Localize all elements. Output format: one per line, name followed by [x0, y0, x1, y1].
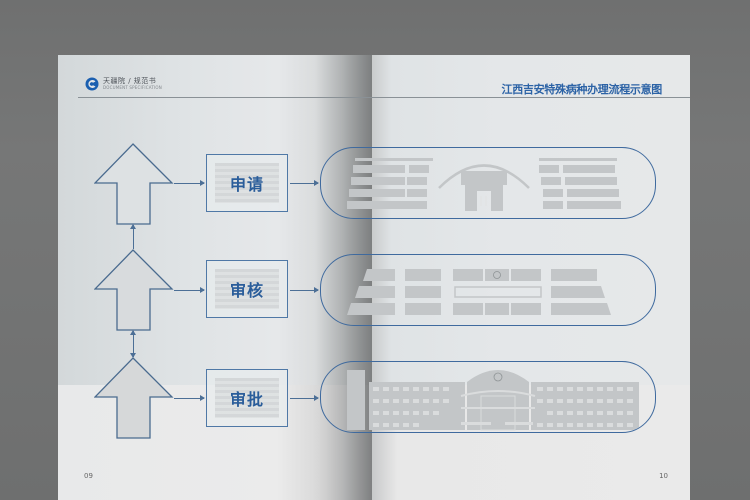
stage-label: 审批	[229, 390, 264, 409]
logo-english-text: DOCUMENT SPECIFICATION	[103, 85, 162, 90]
connector-arrow	[130, 224, 136, 249]
stage-label: 审核	[229, 281, 264, 300]
government-hall-building	[347, 158, 621, 211]
stage-box-approve: 审批	[206, 369, 288, 427]
up-arrow-icon	[94, 143, 174, 225]
stage-box-apply: 申请	[206, 154, 288, 212]
office-complex-building	[347, 269, 611, 315]
stage-label: 申请	[229, 175, 264, 194]
building-panel-approve	[320, 361, 656, 433]
up-arrow-icon	[94, 249, 174, 331]
connector-arrow	[130, 330, 136, 358]
header-divider	[78, 97, 690, 98]
domed-administration-building	[347, 370, 639, 431]
stage-box-review: 审核	[206, 260, 288, 318]
logo: 天疆院 / 规范书 DOCUMENT SPECIFICATION	[85, 77, 162, 91]
building-panel-review	[320, 254, 656, 326]
building-panel-apply	[320, 147, 656, 219]
circle-swirl-logo-icon	[85, 77, 99, 91]
connector-arrow	[174, 287, 205, 293]
up-arrow-icon	[94, 357, 174, 439]
connector-arrow	[290, 395, 319, 401]
page-number-right: 10	[659, 472, 668, 480]
building-thumbnail	[215, 269, 279, 309]
connector-arrow	[174, 180, 205, 186]
brochure-spread: 天疆院 / 规范书 DOCUMENT SPECIFICATION 江西吉安特殊病…	[58, 55, 690, 500]
connector-arrow	[290, 287, 319, 293]
page-number-left: 09	[84, 472, 93, 480]
page-title: 江西吉安特殊病种办理流程示意图	[501, 83, 663, 96]
connector-arrow	[290, 180, 319, 186]
building-thumbnail	[215, 163, 279, 203]
building-thumbnail	[215, 378, 279, 418]
logo-chinese-text: 天疆院 / 规范书	[103, 77, 157, 85]
connector-arrow	[174, 395, 205, 401]
